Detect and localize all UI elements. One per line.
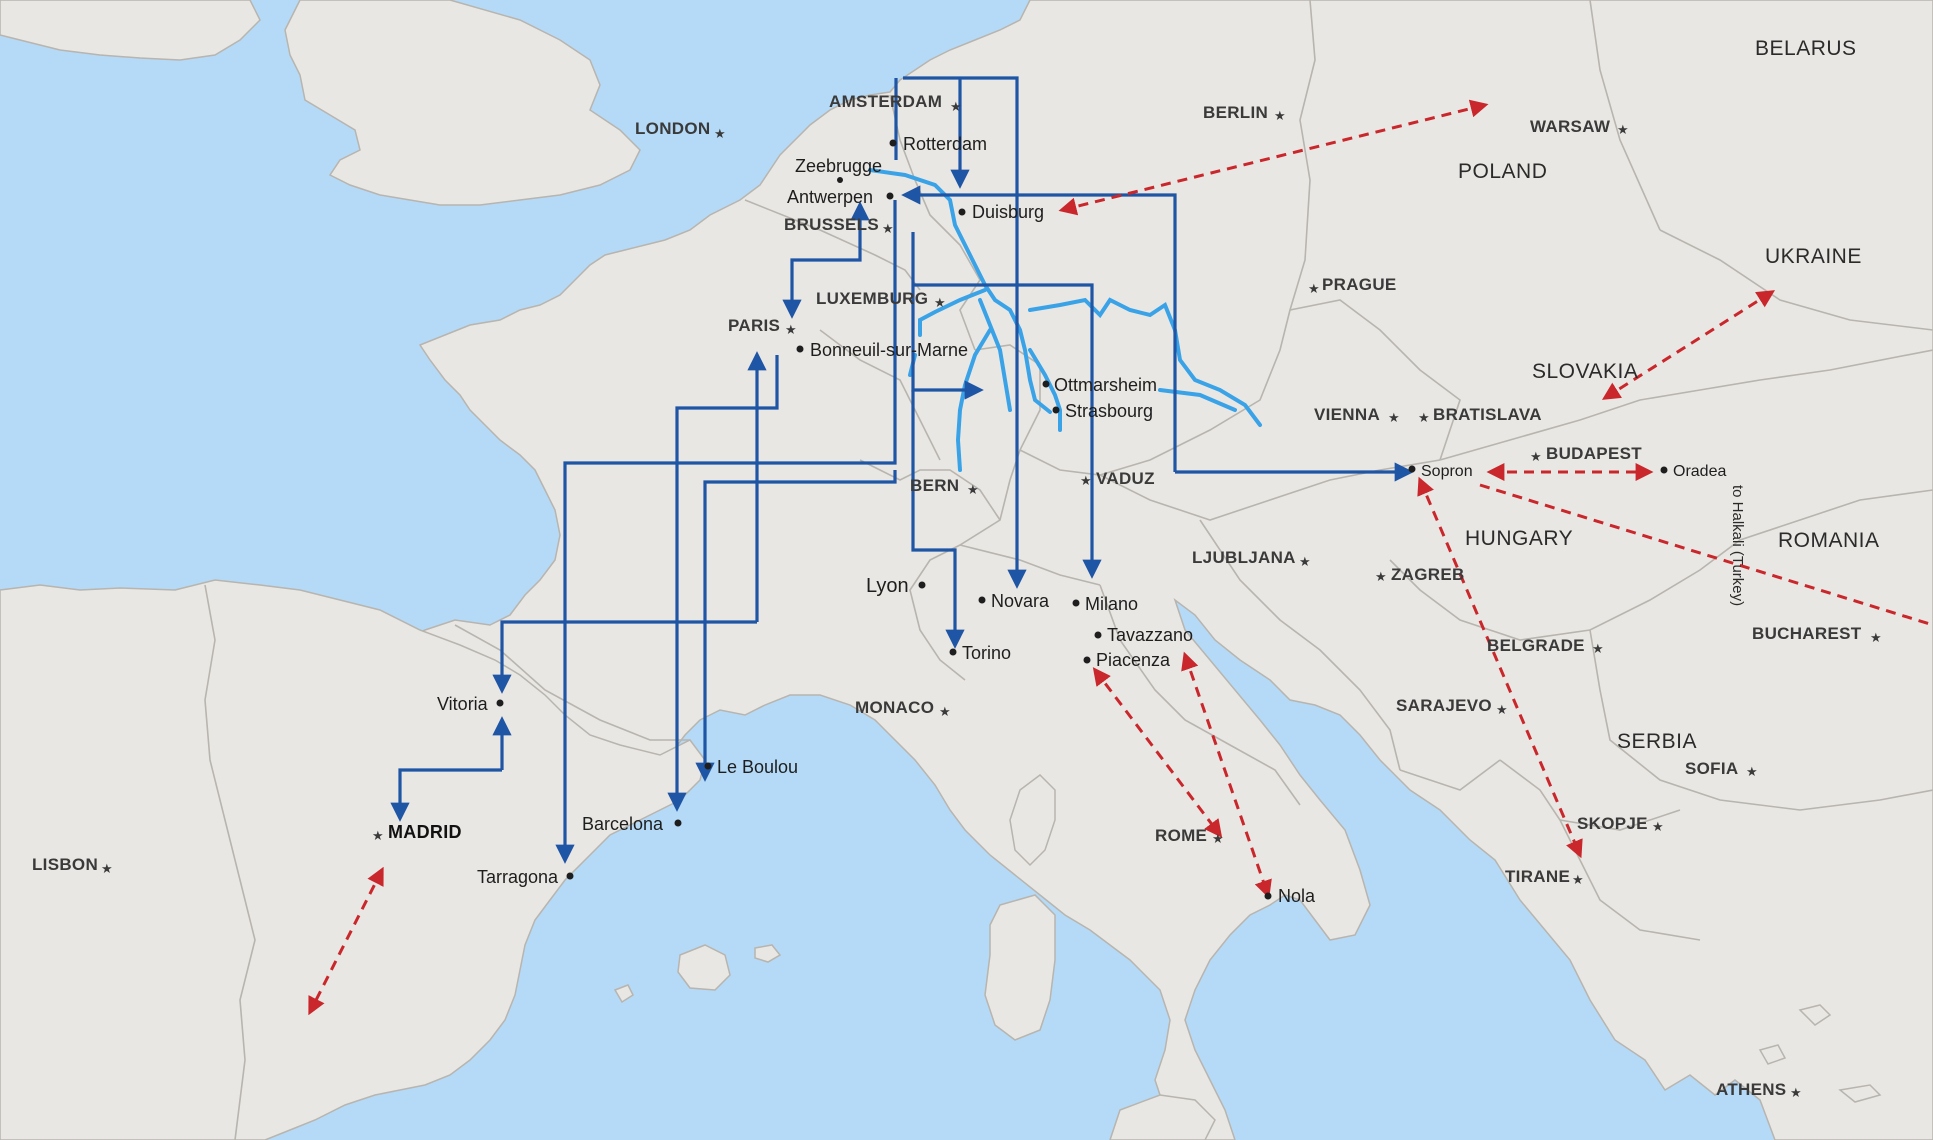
capital-lisbon: LISBON <box>32 855 98 874</box>
svg-text:★: ★ <box>950 100 962 115</box>
capital-ljubljana: LJUBLJANA <box>1192 548 1296 567</box>
city-zeebrugge: Zeebrugge <box>795 156 882 176</box>
svg-text:★: ★ <box>1388 411 1400 426</box>
svg-text:★: ★ <box>1652 820 1664 835</box>
capital-bucharest: BUCHAREST <box>1752 624 1862 643</box>
capital-paris: PARIS <box>728 316 780 335</box>
svg-text:★: ★ <box>939 705 951 720</box>
capital-sofia: SOFIA <box>1685 759 1738 778</box>
svg-text:★: ★ <box>882 222 894 237</box>
country-belarus: BELARUS <box>1755 37 1857 60</box>
rail-routes <box>390 76 1414 864</box>
city-milano: Milano <box>1085 594 1138 614</box>
capital-sarajevo: SARAJEVO <box>1396 696 1492 715</box>
svg-text:★: ★ <box>1308 282 1320 297</box>
mallorca <box>677 944 731 991</box>
iberian-peninsula <box>0 579 706 1140</box>
capital-warsaw: WARSAW <box>1530 117 1611 136</box>
city-labels: Rotterdam Zeebrugge Antwerpen Duisburg B… <box>437 134 1726 906</box>
svg-text:★: ★ <box>1496 703 1508 718</box>
svg-text:★: ★ <box>714 127 726 142</box>
great-britain <box>284 0 641 206</box>
city-vitoria: Vitoria <box>437 694 489 714</box>
aegean-islands <box>1758 1004 1882 1103</box>
ibiza <box>613 984 634 1004</box>
svg-text:★: ★ <box>372 829 384 844</box>
country-slovakia: SLOVAKIA <box>1532 360 1638 383</box>
city-antwerpen: Antwerpen <box>787 187 873 207</box>
svg-text:★: ★ <box>1572 873 1584 888</box>
halkali-annotation: to Halkali (Turkey) <box>1729 485 1746 606</box>
city-torino: Torino <box>962 643 1011 663</box>
capital-skopje: SKOPJE <box>1577 814 1648 833</box>
capital-athens: ATHENS <box>1716 1080 1786 1099</box>
capital-tirane: TIRANE <box>1505 867 1570 886</box>
city-piacenza: Piacenza <box>1096 650 1171 670</box>
svg-text:★: ★ <box>1592 642 1604 657</box>
country-romania: ROMANIA <box>1778 529 1880 552</box>
city-lyon: Lyon <box>866 575 909 597</box>
capital-madrid: MADRID <box>388 822 462 842</box>
city-le-boulou: Le Boulou <box>717 757 798 777</box>
capital-budapest: BUDAPEST <box>1546 444 1642 463</box>
svg-text:★: ★ <box>1418 411 1430 426</box>
city-tavazzano: Tavazzano <box>1107 625 1193 645</box>
road-routes <box>308 99 1933 1016</box>
svg-text:★: ★ <box>1375 570 1387 585</box>
country-labels: BELARUS POLAND UKRAINE SLOVAKIA HUNGARY … <box>1458 37 1880 753</box>
capital-vienna: VIENNA <box>1314 405 1380 424</box>
city-duisburg: Duisburg <box>972 202 1044 222</box>
capital-brussels: BRUSSELS <box>784 215 879 234</box>
svg-text:★: ★ <box>1274 109 1286 124</box>
city-oradea: Oradea <box>1673 463 1726 480</box>
svg-text:★: ★ <box>101 862 113 877</box>
svg-text:★: ★ <box>1299 555 1311 570</box>
country-serbia: SERBIA <box>1617 730 1697 753</box>
capital-berlin: BERLIN <box>1203 103 1268 122</box>
svg-text:★: ★ <box>785 323 797 338</box>
sardinia <box>984 894 1056 1041</box>
capital-labels: LONDON AMSTERDAM BRUSSELS BERLIN WARSAW … <box>32 92 1862 1099</box>
svg-text:★: ★ <box>1617 123 1629 138</box>
corsica <box>1009 774 1056 867</box>
city-novara: Novara <box>991 591 1050 611</box>
capital-bratislava: BRATISLAVA <box>1433 405 1542 424</box>
svg-text:★: ★ <box>1530 450 1542 465</box>
svg-text:★: ★ <box>1746 765 1758 780</box>
svg-text:★: ★ <box>1870 631 1882 646</box>
capital-amsterdam: AMSTERDAM <box>829 92 942 111</box>
city-strasbourg: Strasbourg <box>1065 401 1153 421</box>
city-dots <box>496 139 1668 900</box>
svg-text:★: ★ <box>1212 832 1224 847</box>
capital-zagreb: ZAGREB <box>1391 565 1465 584</box>
city-tarragona: Tarragona <box>477 867 559 887</box>
capital-rome: ROME <box>1155 826 1207 845</box>
city-rotterdam: Rotterdam <box>903 134 987 154</box>
capital-monaco: MONACO <box>855 698 934 717</box>
city-barcelona: Barcelona <box>582 814 664 834</box>
city-ottmarsheim: Ottmarsheim <box>1054 375 1157 395</box>
capital-vaduz: VADUZ <box>1096 469 1155 488</box>
capital-bern: BERN <box>910 476 959 495</box>
svg-text:★: ★ <box>1790 1086 1802 1101</box>
capital-prague: PRAGUE <box>1322 275 1397 294</box>
svg-text:★: ★ <box>967 483 979 498</box>
ireland <box>0 0 261 61</box>
svg-text:★: ★ <box>1080 474 1092 489</box>
country-hungary: HUNGARY <box>1465 527 1573 550</box>
capital-belgrade: BELGRADE <box>1487 636 1585 655</box>
capital-london: LONDON <box>635 119 710 138</box>
menorca <box>754 944 782 963</box>
capital-markers: ★ ★ ★ ★ ★ ★ ★ ★ ★ ★ ★ ★ ★ ★ ★ ★ ★ ★ ★ ★ … <box>101 100 1882 1101</box>
svg-text:★: ★ <box>934 296 946 311</box>
capital-luxemburg: LUXEMBURG <box>816 289 928 308</box>
country-poland: POLAND <box>1458 160 1547 183</box>
city-sopron: Sopron <box>1421 463 1473 480</box>
city-nola: Nola <box>1278 886 1316 906</box>
city-bonneuil: Bonneuil-sur-Marne <box>810 340 968 360</box>
country-ukraine: UKRAINE <box>1765 245 1862 268</box>
sicily <box>1109 1094 1216 1140</box>
